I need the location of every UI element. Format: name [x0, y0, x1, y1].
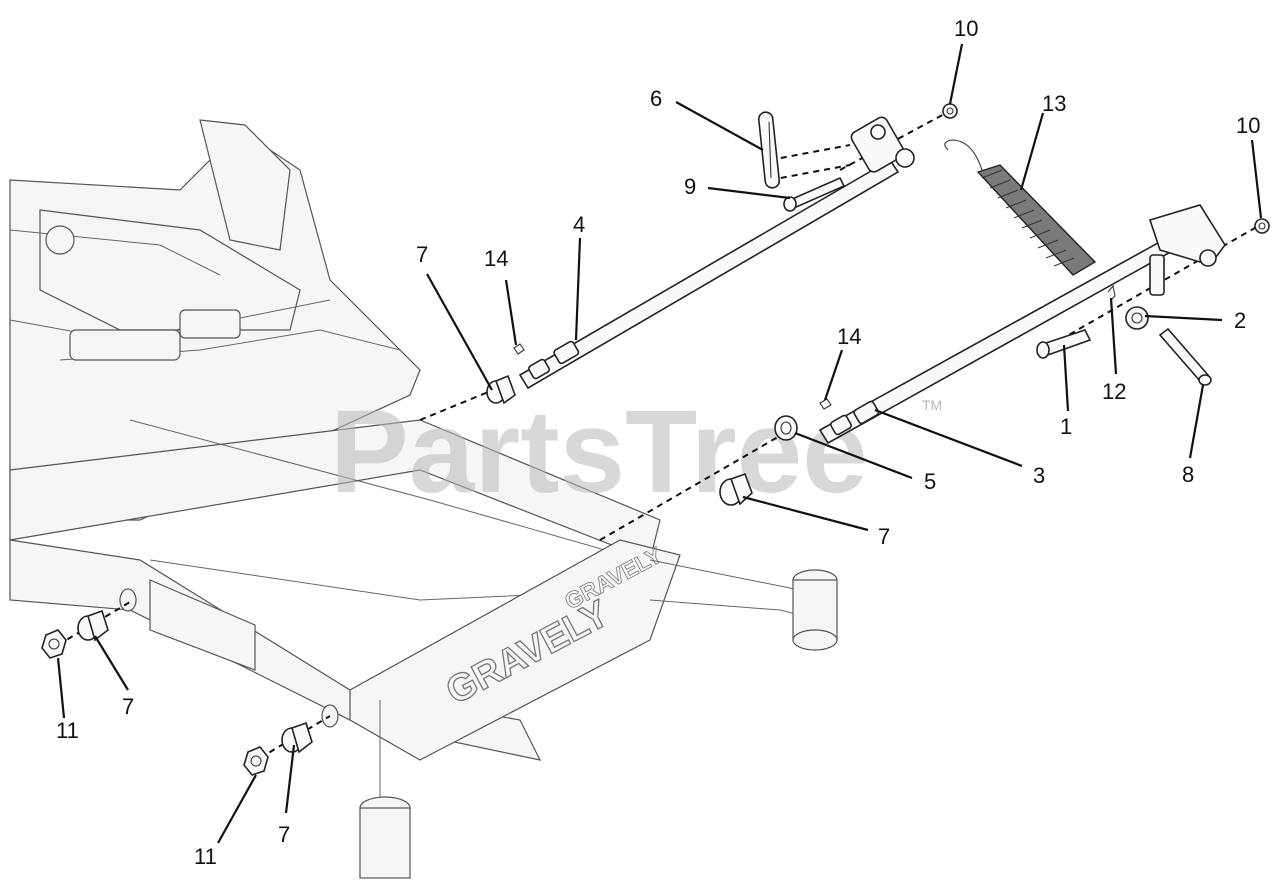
part-10-nut-upper: [942, 103, 958, 119]
callouts: 1 2 3 4 5 6 7 7 7 7 8 9 10 10 11 11 12 1…: [56, 16, 1260, 869]
callout-11-left: 11: [56, 718, 79, 743]
callout-7-bottom: 7: [278, 822, 290, 847]
part-14-cotter-upper: [513, 343, 525, 355]
part-13-spring: [944, 139, 1097, 276]
callout-7-left: 7: [122, 694, 134, 719]
callout-7-upper: 7: [416, 242, 428, 267]
callout-7-mid: 7: [878, 524, 890, 549]
parts: [41, 103, 1270, 776]
callout-9: 9: [684, 174, 696, 199]
part-14-cotter-lower: [819, 398, 832, 410]
part-8-bolt: [1158, 327, 1212, 386]
part-7-bushing-upper: [486, 374, 516, 405]
callout-14-upper: 14: [484, 246, 508, 271]
part-3-lower-shaft: [818, 204, 1226, 445]
callout-11-bottom: 11: [194, 844, 217, 869]
callout-6: 6: [650, 86, 662, 111]
part-2-nut: [1125, 306, 1149, 330]
part-7-bushing-mid: [719, 472, 753, 506]
part-5-bushing: [774, 415, 798, 441]
callout-14-lower: 14: [837, 324, 861, 349]
part-12-clip: [1107, 284, 1116, 301]
callout-4: 4: [573, 212, 585, 237]
part-4-upper-shaft: [518, 116, 915, 390]
callout-1: 1: [1060, 414, 1072, 439]
callout-12: 12: [1102, 379, 1126, 404]
callout-3: 3: [1033, 463, 1045, 488]
callout-8: 8: [1182, 462, 1194, 487]
part-6-link: [757, 111, 781, 189]
watermark-text: PartsTree: [330, 386, 868, 518]
part-11-nut-left: [41, 629, 67, 659]
watermark-trademark: TM: [922, 397, 942, 413]
part-7-bushing-bottom: [281, 721, 313, 754]
leader-lines: [56, 43, 1263, 844]
callout-5: 5: [924, 469, 936, 494]
callout-13: 13: [1042, 91, 1066, 116]
callout-2: 2: [1234, 308, 1246, 333]
callout-10-upper: 10: [954, 16, 978, 41]
part-11-nut-bottom: [243, 746, 269, 776]
callout-10-right: 10: [1236, 113, 1260, 138]
part-10-nut-right: [1254, 218, 1270, 234]
part-7-bushing-left: [77, 609, 109, 642]
part-1-pin: [1036, 329, 1092, 359]
